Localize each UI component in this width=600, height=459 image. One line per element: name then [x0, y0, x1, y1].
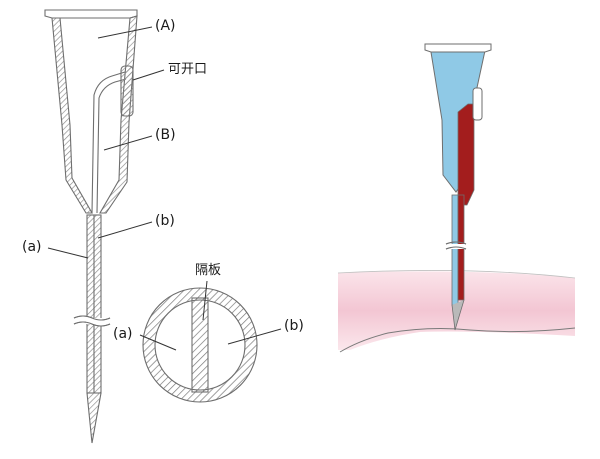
hub-wall-left — [51, 17, 93, 214]
leader-B — [103, 135, 153, 151]
cross-section — [142, 287, 258, 403]
label-a-needle: (a) — [22, 239, 42, 255]
hub-wall-right — [99, 15, 138, 214]
hub-rim-right — [424, 43, 492, 53]
section-leaders — [139, 280, 282, 351]
label-b-section: (b) — [284, 318, 304, 334]
label-b-needle: (b) — [155, 213, 175, 229]
leader-A — [97, 26, 153, 39]
leader-a-needle — [47, 247, 89, 259]
leader-port — [132, 69, 165, 81]
hub-rim — [44, 9, 138, 19]
section-septum — [191, 297, 209, 393]
shaft-fluid — [451, 194, 459, 306]
inner-tube-b-wall — [96, 78, 127, 214]
port-right — [472, 87, 483, 121]
leader-a-section — [139, 334, 177, 351]
leader-b-section — [227, 328, 282, 345]
leader-b-needle — [97, 221, 153, 239]
left-needle-drawing — [44, 9, 138, 444]
label-open-port: 可开口 — [168, 62, 208, 77]
label-B: (B) — [155, 127, 176, 143]
inner-tube-b — [91, 71, 126, 214]
leader-lines — [47, 26, 165, 259]
needle-tip-right — [451, 299, 465, 331]
leader-septum — [202, 280, 208, 321]
needle-tip — [86, 392, 102, 444]
open-port — [120, 65, 134, 117]
skin-bottom-line — [339, 327, 576, 353]
label-A: (A) — [155, 18, 176, 34]
blood-chamber — [457, 103, 475, 206]
label-a-section: (a) — [113, 326, 133, 342]
right-needle-drawing — [337, 43, 576, 353]
label-septum: 隔板 — [195, 263, 222, 278]
